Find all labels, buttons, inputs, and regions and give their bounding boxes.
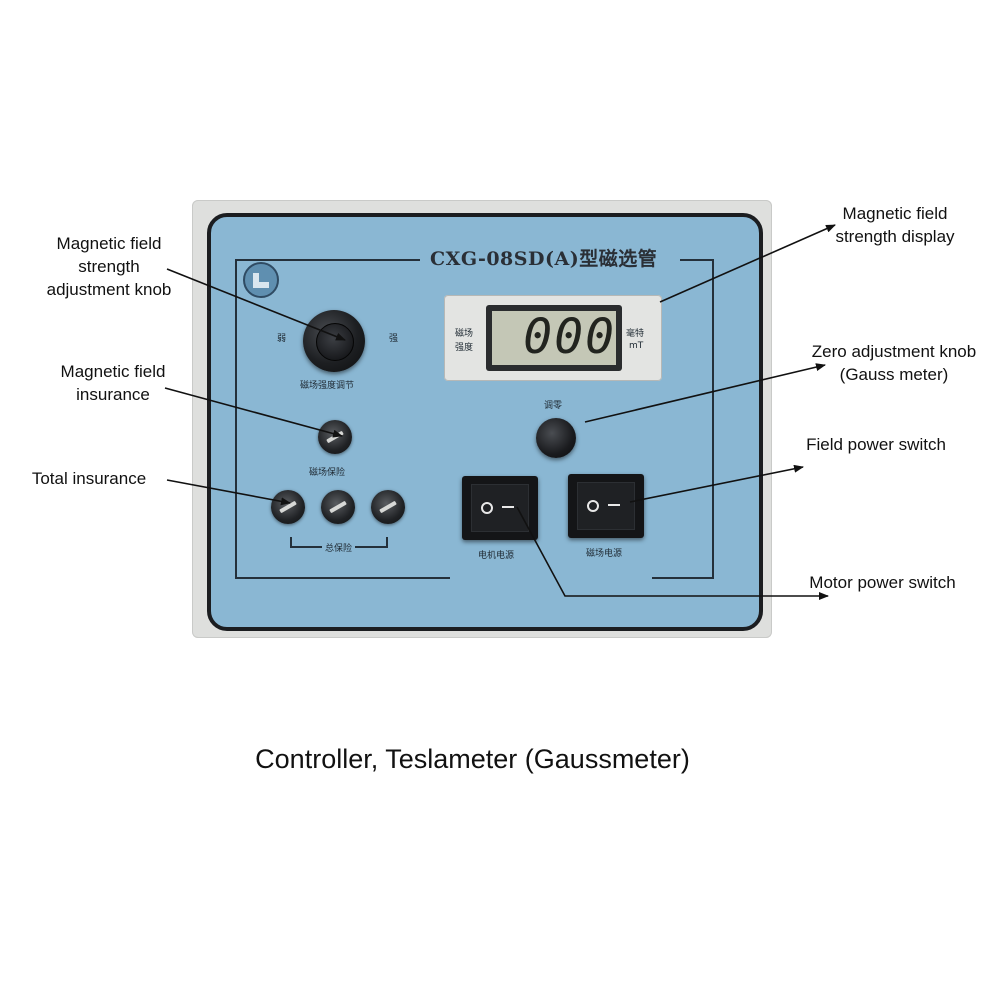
field-switch-label: 磁场电源 bbox=[586, 549, 623, 559]
panel-border-line bbox=[235, 577, 450, 579]
total-fuse-2[interactable] bbox=[321, 490, 355, 524]
callout-line: Magnetic field bbox=[56, 234, 162, 253]
display-label-strength: 强度 bbox=[455, 343, 474, 353]
strength-knob-label: 磁场强度调节 bbox=[300, 381, 355, 391]
callout-motor-switch: Motor power switch bbox=[809, 573, 956, 592]
callout-line: Zero adjustment knob bbox=[811, 342, 977, 361]
callout-total-insurance: Total insurance bbox=[31, 469, 147, 488]
field-power-switch[interactable] bbox=[568, 474, 644, 538]
motor-power-switch[interactable] bbox=[462, 476, 538, 540]
knob-weak-label: 弱 bbox=[277, 334, 287, 344]
field-fuse[interactable] bbox=[318, 420, 352, 454]
callout-line: (Gauss meter) bbox=[839, 365, 949, 384]
callout-display: Magnetic field strength display bbox=[810, 202, 980, 248]
lcd-reading: 000 bbox=[523, 309, 616, 365]
total-fuse-1[interactable] bbox=[271, 490, 305, 524]
total-fuse-3[interactable] bbox=[371, 490, 405, 524]
lcd-screen bbox=[492, 311, 616, 365]
display-unit-mt: mT bbox=[629, 341, 644, 351]
panel-border-line bbox=[235, 259, 420, 261]
manufacturer-logo bbox=[243, 262, 279, 298]
strength-adjustment-knob[interactable] bbox=[303, 310, 365, 372]
on-symbol-icon bbox=[502, 506, 514, 508]
field-switch-rocker[interactable] bbox=[577, 482, 635, 530]
panel-title: CXG-08SD(A)型磁选管 bbox=[430, 248, 658, 270]
panel-border-line bbox=[652, 577, 714, 579]
callout-line: adjustment knob bbox=[46, 280, 172, 299]
callout-field-insurance: Magnetic field insurance bbox=[38, 360, 188, 406]
panel-border-line bbox=[712, 259, 714, 579]
callout-strength-knob: Magnetic field strength adjustment knob bbox=[20, 232, 198, 301]
on-symbol-icon bbox=[608, 504, 620, 506]
field-fuse-label: 磁场保险 bbox=[309, 468, 346, 478]
figure-caption: Controller, Teslameter (Gaussmeter) bbox=[255, 744, 690, 774]
zero-adjustment-knob[interactable] bbox=[536, 418, 576, 458]
callout-field-switch: Field power switch bbox=[806, 435, 946, 454]
panel-border-line bbox=[235, 259, 237, 579]
motor-switch-rocker[interactable] bbox=[471, 484, 529, 532]
motor-switch-label: 电机电源 bbox=[478, 551, 515, 561]
fuse-bracket bbox=[386, 537, 388, 547]
panel-border-line bbox=[680, 259, 714, 261]
display-unit-cn: 毫特 bbox=[626, 329, 645, 339]
callout-line: strength bbox=[78, 257, 140, 276]
off-symbol-icon bbox=[481, 502, 493, 514]
callout-zero-knob: Zero adjustment knob (Gauss meter) bbox=[790, 340, 998, 386]
callout-line: insurance bbox=[76, 385, 150, 404]
display-label-field: 磁场 bbox=[455, 329, 474, 339]
callout-line: strength display bbox=[835, 227, 955, 246]
knob-strong-label: 强 bbox=[389, 334, 399, 344]
fuse-bracket bbox=[290, 537, 292, 547]
callout-line: Magnetic field bbox=[60, 362, 166, 381]
off-symbol-icon bbox=[587, 500, 599, 512]
callout-line: Magnetic field bbox=[842, 204, 948, 223]
total-fuse-label: 总保险 bbox=[322, 541, 356, 554]
zero-knob-label: 调零 bbox=[544, 401, 563, 411]
controller-panel-face bbox=[207, 213, 763, 631]
